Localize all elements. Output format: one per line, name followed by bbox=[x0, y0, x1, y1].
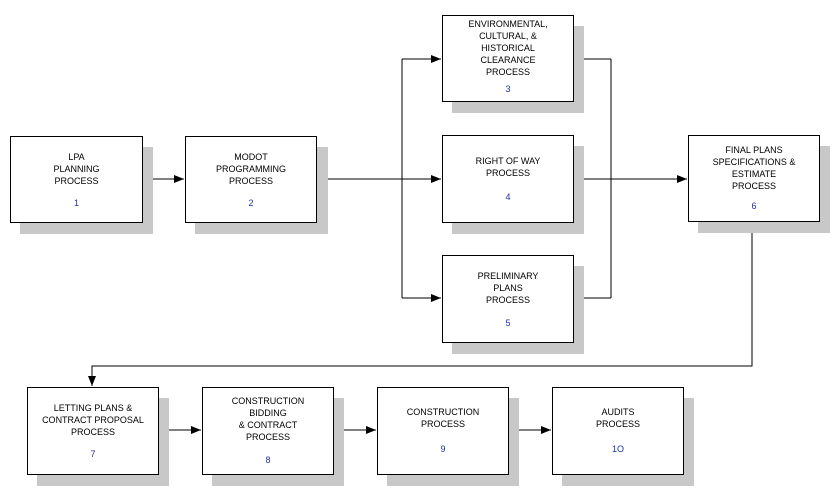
step-number: 4 bbox=[505, 192, 511, 202]
step-box-construction: CONSTRUCTION PROCESS 9 bbox=[377, 387, 509, 475]
step-box-modot-programming: MODOT PROGRAMMING PROCESS 2 bbox=[185, 136, 317, 223]
step-number: 7 bbox=[90, 449, 96, 459]
step-label: LPA PLANNING PROCESS bbox=[53, 152, 100, 186]
step-number: 5 bbox=[505, 318, 511, 328]
step-box-lpa-planning: LPA PLANNING PROCESS 1 bbox=[10, 136, 143, 223]
step-label: CONSTRUCTION BIDDING & CONTRACT PROCESS bbox=[231, 396, 305, 442]
step-box-letting-plans: LETTING PLANS & CONTRACT PROPOSAL PROCES… bbox=[27, 387, 159, 475]
step-label: CONSTRUCTION PROCESS bbox=[406, 407, 480, 429]
step-number: 6 bbox=[751, 201, 757, 211]
step-label: MODOT PROGRAMMING PROCESS bbox=[215, 152, 286, 186]
step-box-right-of-way: RIGHT OF WAY PROCESS 4 bbox=[442, 135, 574, 223]
arrow-6-to-7 bbox=[88, 222, 753, 386]
step-number: 2 bbox=[248, 198, 254, 208]
step-box-construction-bidding: CONSTRUCTION BIDDING & CONTRACT PROCESS … bbox=[202, 387, 334, 475]
step-number: 8 bbox=[265, 455, 271, 465]
step-number: 1 bbox=[73, 198, 79, 208]
step-box-final-plans: FINAL PLANS SPECIFICATIONS & ESTIMATE PR… bbox=[688, 135, 820, 222]
step-box-audits: AUDITS PROCESS 1O bbox=[552, 387, 684, 475]
step-label: ENVIRONMENTAL, CULTURAL, & HISTORICAL CL… bbox=[468, 19, 548, 77]
step-label: FINAL PLANS SPECIFICATIONS & ESTIMATE PR… bbox=[712, 145, 796, 191]
step-number: 9 bbox=[440, 444, 446, 454]
step-number: 3 bbox=[505, 84, 511, 94]
step-box-preliminary-plans: PRELIMINARY PLANS PROCESS 5 bbox=[442, 255, 574, 343]
step-label: AUDITS PROCESS bbox=[595, 407, 640, 429]
step-number: 1O bbox=[611, 444, 624, 454]
step-label: LETTING PLANS & CONTRACT PROPOSAL PROCES… bbox=[42, 403, 144, 437]
step-box-environmental-clearance: ENVIRONMENTAL, CULTURAL, & HISTORICAL CL… bbox=[442, 15, 574, 102]
step-label: PRELIMINARY PLANS PROCESS bbox=[477, 271, 539, 305]
step-label: RIGHT OF WAY PROCESS bbox=[475, 156, 541, 178]
